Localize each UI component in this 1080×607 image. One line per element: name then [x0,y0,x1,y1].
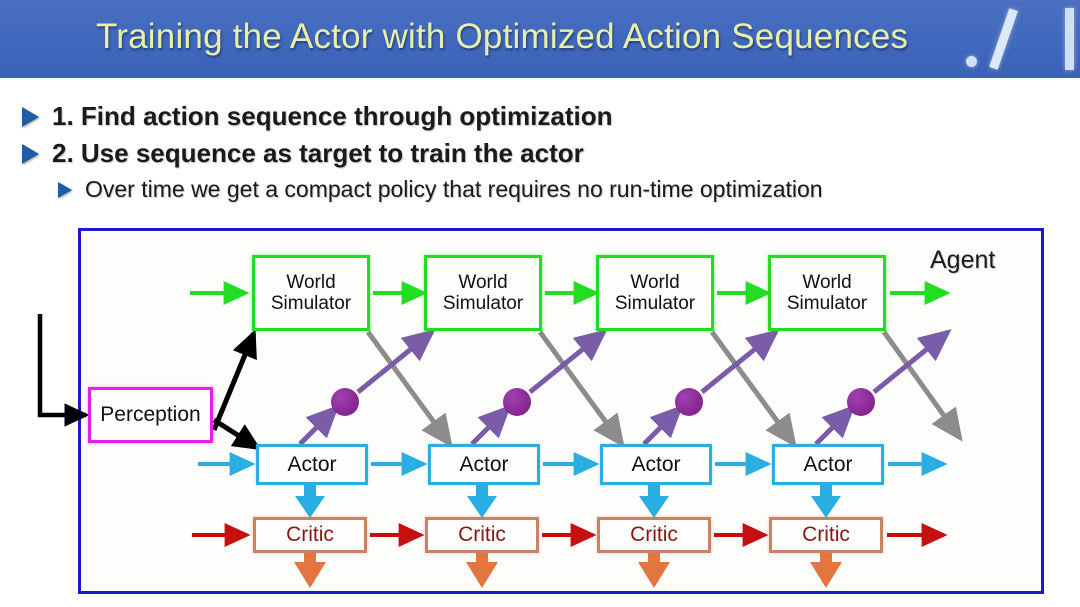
decorative-slash-icon [989,8,1018,70]
perception-node-label: Perception [100,403,201,427]
latent-state-dot [331,388,359,416]
actor-node-3[interactable]: Actor [600,444,712,485]
bullet-item-3-label: Over time we get a compact policy that r… [85,176,823,202]
critic-node-3[interactable]: Critic [597,517,711,553]
actor-node-1-label: Actor [287,452,337,476]
world-simulator-node-3[interactable]: World Simulator [596,255,714,331]
diagram-frame [78,228,1044,594]
bullet-item-1-label: 1. Find action sequence through optimiza… [52,101,613,131]
triangle-bullet-icon [58,181,72,198]
bullet-item-2: 2. Use sequence as target to train the a… [22,138,584,169]
world-simulator-node-2-label: World Simulator [442,271,524,314]
latent-state-dot [675,388,703,416]
bullet-item-2-label: 2. Use sequence as target to train the a… [52,138,584,168]
actor-node-1[interactable]: Actor [256,444,368,485]
critic-node-2-label: Critic [458,523,506,547]
actor-node-2[interactable]: Actor [428,444,540,485]
bullet-item-1: 1. Find action sequence through optimiza… [22,101,612,132]
bullet-list: 1. Find action sequence through optimiza… [0,78,1080,223]
critic-node-4[interactable]: Critic [769,517,883,553]
perception-node[interactable]: Perception [88,387,213,443]
critic-node-1[interactable]: Critic [253,517,367,553]
critic-node-2[interactable]: Critic [425,517,539,553]
critic-node-4-label: Critic [802,523,850,547]
world-simulator-node-2[interactable]: World Simulator [424,255,542,331]
world-simulator-node-3-label: World Simulator [614,271,696,314]
actor-node-4[interactable]: Actor [772,444,884,485]
bullet-item-3: Over time we get a compact policy that r… [58,176,823,203]
world-simulator-node-4-label: World Simulator [786,271,868,314]
actor-node-4-label: Actor [803,452,853,476]
page-title: Training the Actor with Optimized Action… [96,17,909,56]
decorative-dot-icon [966,56,977,67]
actor-node-3-label: Actor [631,452,681,476]
triangle-bullet-icon [22,106,39,127]
world-simulator-node-1[interactable]: World Simulator [252,255,370,331]
triangle-bullet-icon [22,143,39,164]
world-simulator-node-1-label: World Simulator [270,271,352,314]
actor-node-2-label: Actor [459,452,509,476]
world-simulator-node-4[interactable]: World Simulator [768,255,886,331]
critic-node-3-label: Critic [630,523,678,547]
latent-state-dot [847,388,875,416]
critic-node-1-label: Critic [286,523,334,547]
slide-title-bar: Training the Actor with Optimized Action… [0,0,1080,78]
decorative-bar-icon [1065,8,1074,70]
latent-state-dot [503,388,531,416]
agent-label: Agent [930,246,996,274]
